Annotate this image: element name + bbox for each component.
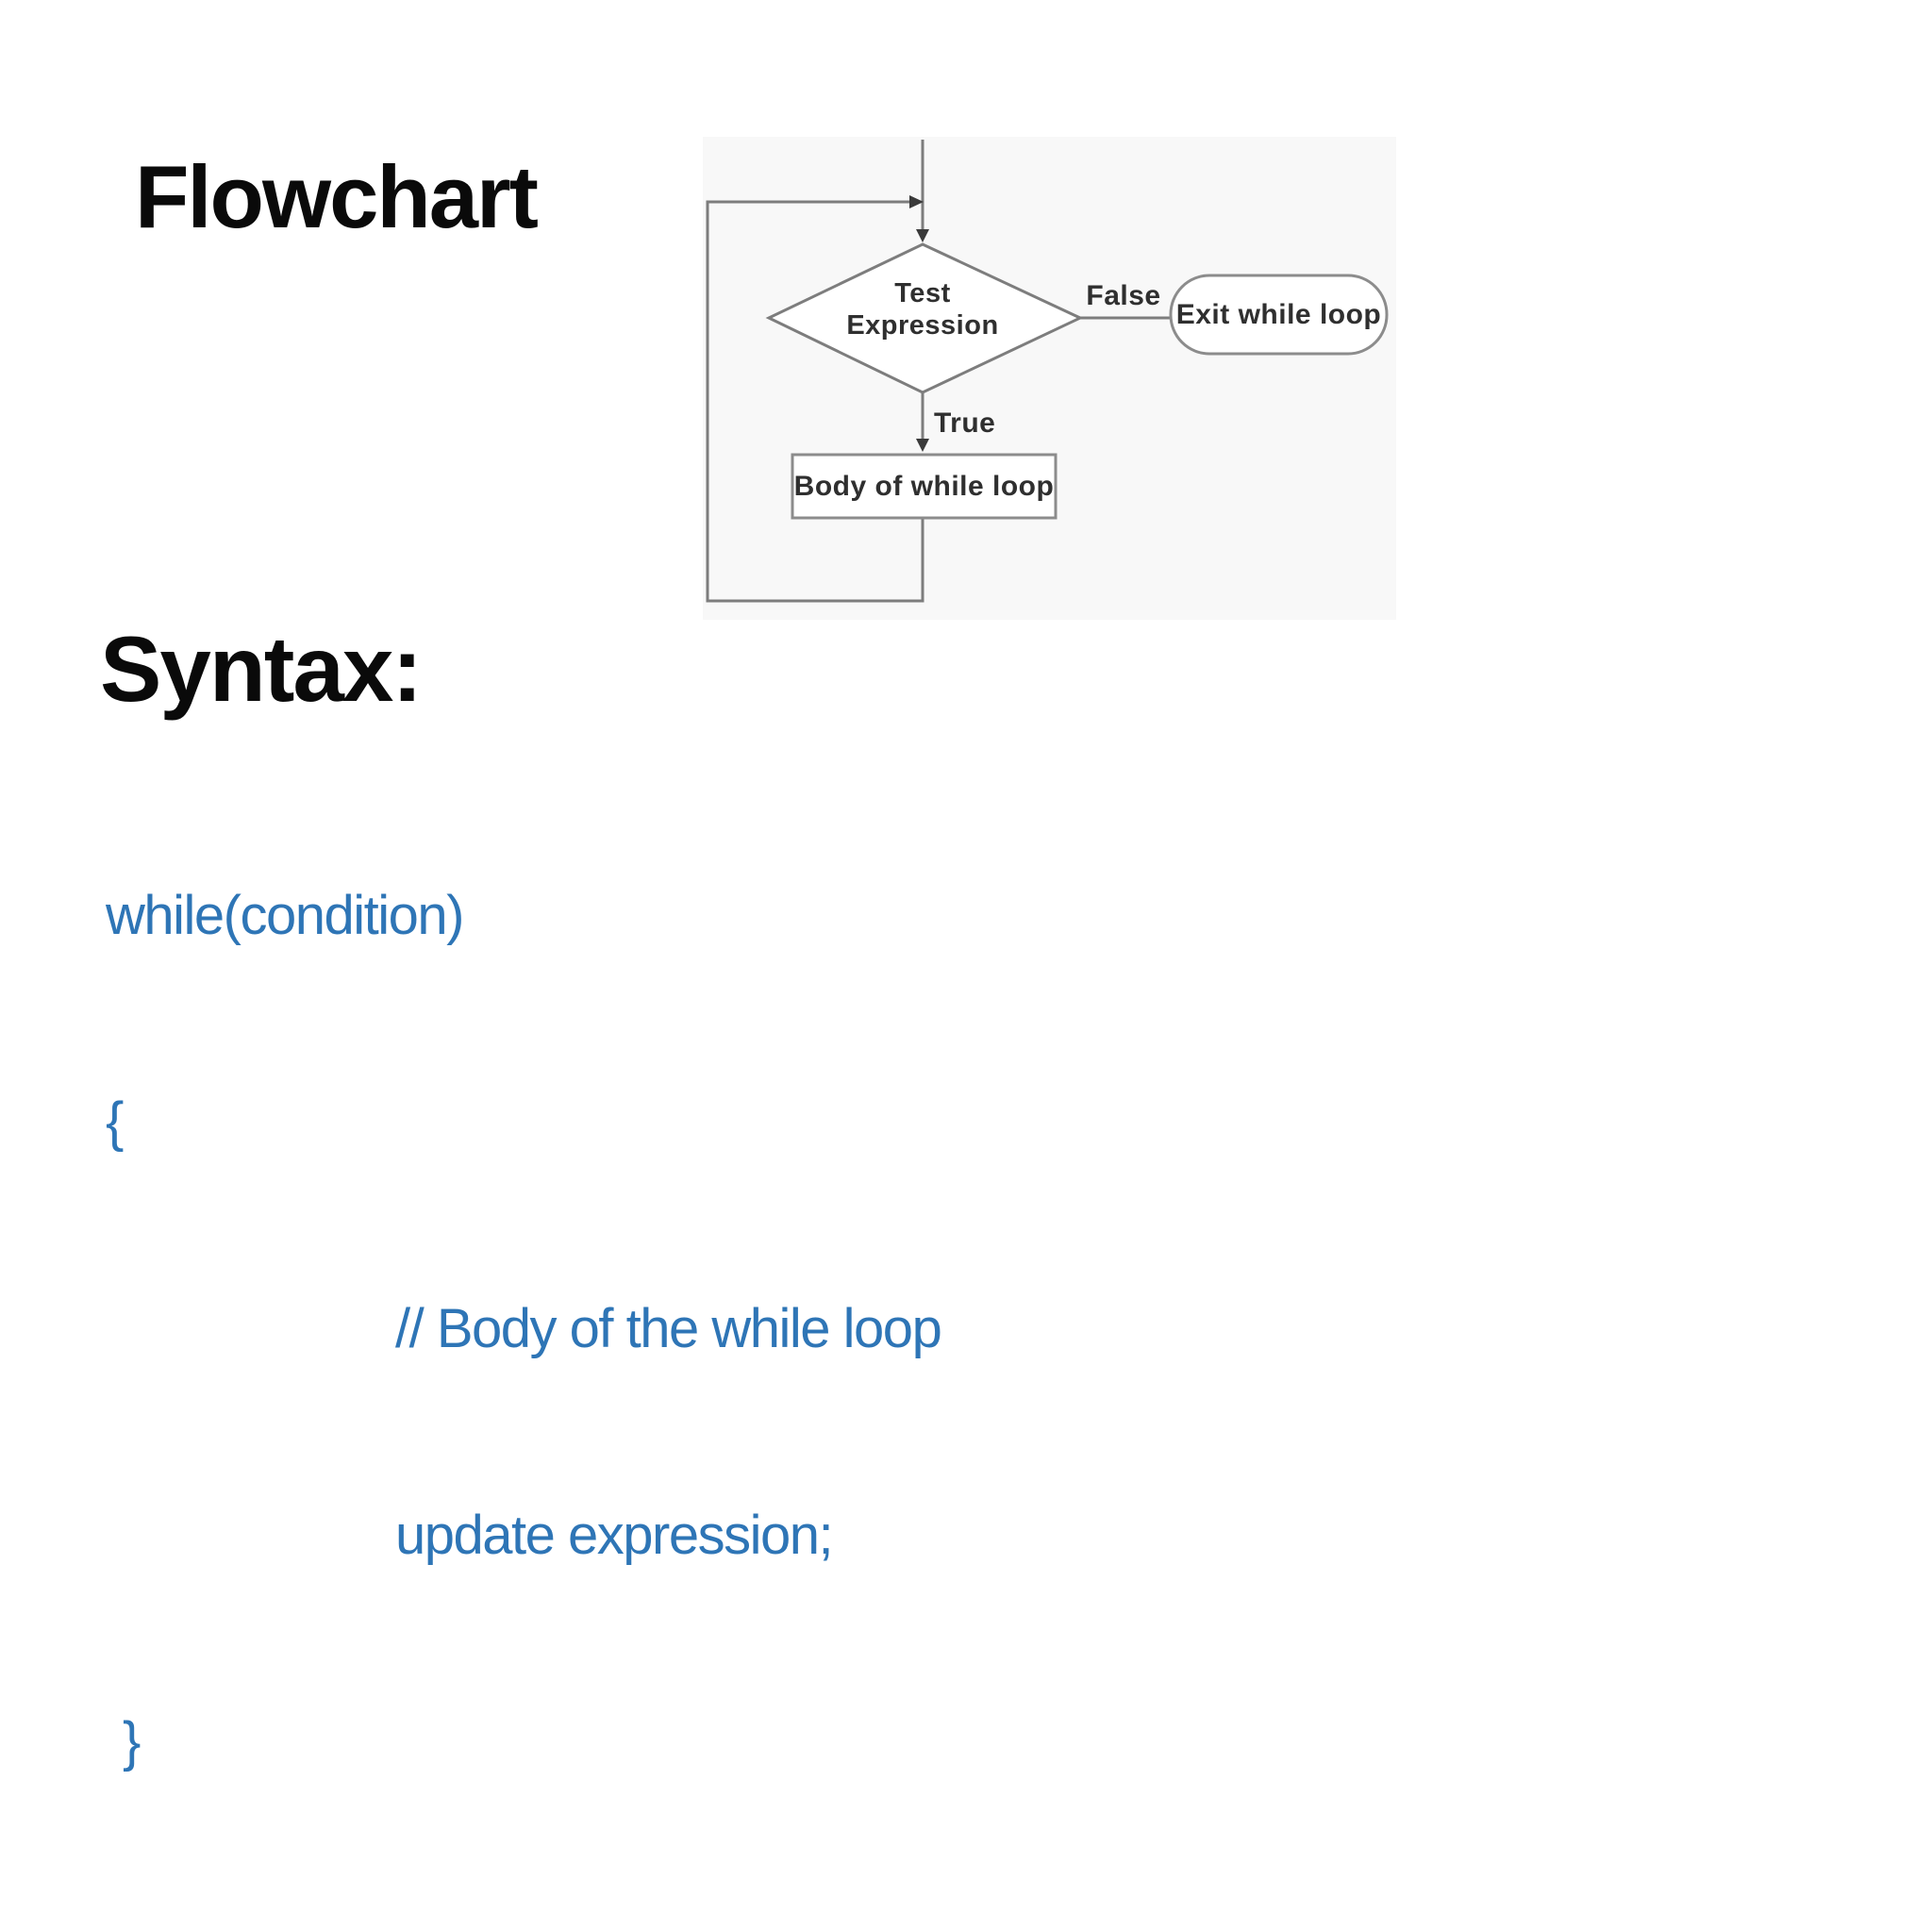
arrowhead-down-to-decision-icon xyxy=(916,229,929,242)
exit-node-label: Exit while loop xyxy=(1175,298,1382,330)
code-block: while(condition) { // Body of the while … xyxy=(106,743,942,1914)
true-edge-label: True xyxy=(934,408,996,439)
while-loop-flowchart: Test Expression False Exit while loop Tr… xyxy=(703,137,1396,620)
syntax-heading: Syntax: xyxy=(100,617,423,721)
code-line-close-brace: } xyxy=(123,1711,141,1773)
decision-label-line1: Test xyxy=(894,278,951,308)
body-rectangle-shape xyxy=(791,453,1058,520)
flowchart-drawing xyxy=(706,140,1389,603)
code-line-open-brace: { xyxy=(106,1091,124,1153)
code-line-update-expression: update expression; xyxy=(395,1505,834,1566)
loop-back-flow-line xyxy=(706,200,924,603)
code-line-while: while(condition) xyxy=(106,885,464,946)
arrowhead-right-loop-icon xyxy=(909,195,924,208)
decision-label-line2: Expression xyxy=(846,310,999,341)
slide: Flowchart Test Expression xyxy=(100,137,1396,1773)
body-node-label: Body of while loop xyxy=(793,470,1055,502)
decision-node-label: Test Expression xyxy=(828,277,1017,341)
code-line-body-comment: // Body of the while loop xyxy=(395,1298,942,1359)
arrowhead-down-to-body-icon xyxy=(916,439,929,452)
false-edge-label: False xyxy=(1086,280,1161,311)
page-title: Flowchart xyxy=(135,147,539,246)
exit-terminator-shape xyxy=(1169,274,1389,356)
